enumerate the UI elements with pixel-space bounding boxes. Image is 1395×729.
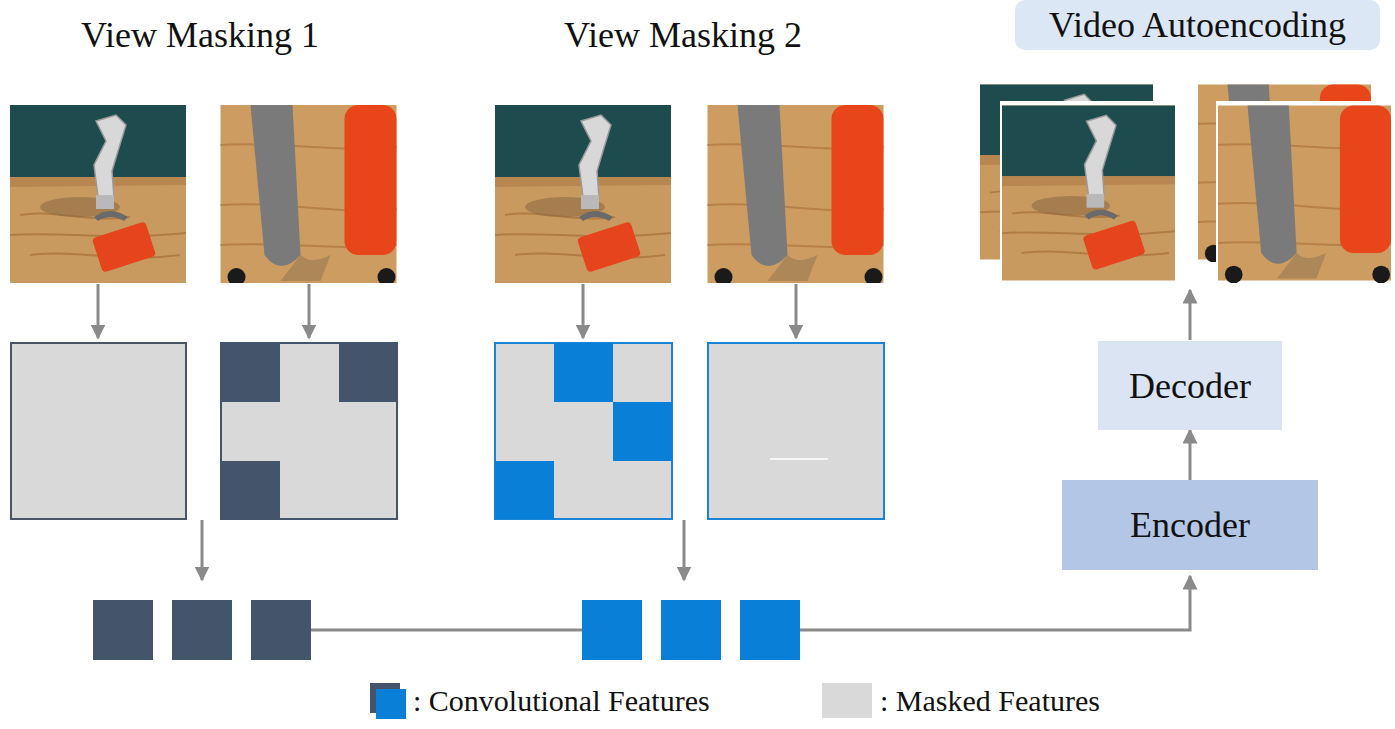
feature-token xyxy=(661,600,721,660)
arrow xyxy=(582,284,585,338)
box-text: Encoder xyxy=(1130,504,1250,546)
frame-gap xyxy=(1216,101,1393,285)
arrow xyxy=(795,284,798,338)
sequence-line xyxy=(800,576,1190,630)
feature-token xyxy=(251,600,311,660)
mark xyxy=(770,458,828,460)
view-title: View Masking 2 xyxy=(564,14,802,56)
output-arrow xyxy=(1189,290,1192,340)
frame-gap xyxy=(1000,101,1177,285)
title-box: Video Autoencoding xyxy=(1015,0,1380,50)
arrow xyxy=(201,520,204,580)
legend-text: : Convolutional Features xyxy=(413,684,710,718)
feature-cell xyxy=(339,343,397,402)
legend-swatch xyxy=(376,689,406,719)
legend-swatch xyxy=(822,683,872,718)
down-arrows xyxy=(98,284,796,580)
masked-grid xyxy=(708,343,884,519)
encoder-box: Encoder xyxy=(1062,480,1318,570)
view-image xyxy=(221,105,397,286)
box-text: Video Autoencoding xyxy=(1049,4,1346,46)
view-image xyxy=(10,105,186,283)
decoder-box: Decoder xyxy=(1098,341,1282,430)
connector-arrow xyxy=(1189,430,1192,480)
masked-grid xyxy=(221,343,397,519)
legend-text: : Masked Features xyxy=(880,684,1100,718)
arrow xyxy=(308,284,311,338)
masked-grid xyxy=(495,343,672,519)
arrow xyxy=(683,520,686,580)
feature-cell xyxy=(613,402,672,461)
box-text: Decoder xyxy=(1129,365,1251,407)
arrow xyxy=(97,284,100,338)
view-image xyxy=(495,105,671,283)
output-frame xyxy=(1218,106,1391,284)
feature-token xyxy=(582,600,642,660)
feature-token xyxy=(740,600,800,660)
feature-cell xyxy=(221,343,280,402)
masked-grid xyxy=(11,343,186,519)
view-image xyxy=(708,105,884,286)
feature-token xyxy=(93,600,153,660)
feature-cell xyxy=(554,343,613,402)
sequence-line xyxy=(311,629,582,632)
output-frame xyxy=(1002,106,1175,281)
feature-cell xyxy=(495,461,554,519)
feature-token xyxy=(172,600,232,660)
feature-cell xyxy=(221,461,280,519)
view-title: View Masking 1 xyxy=(81,14,319,56)
